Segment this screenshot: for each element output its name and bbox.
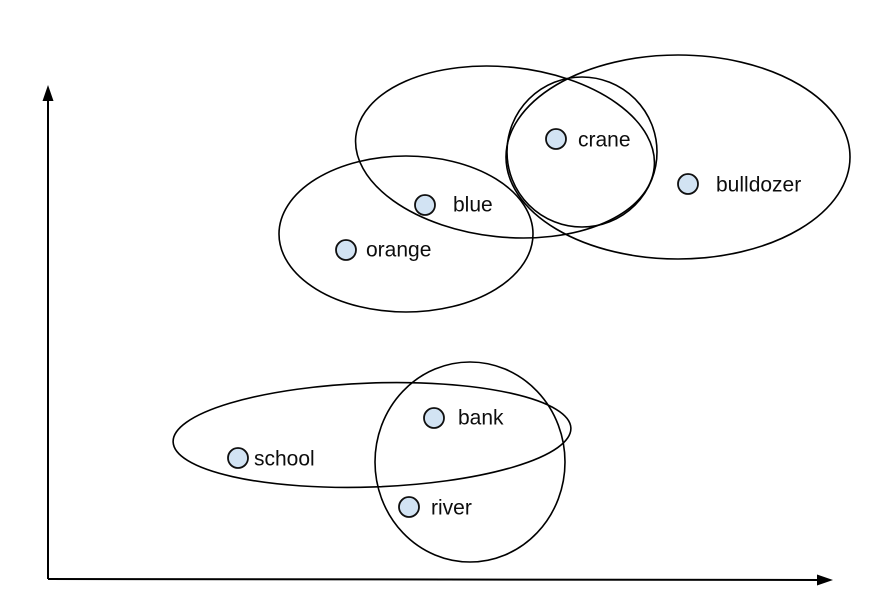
point-crane — [545, 128, 567, 150]
point-label-river: river — [431, 497, 472, 520]
axes — [42, 85, 833, 586]
blue-crane-cluster-ellipse — [354, 65, 656, 239]
cluster-ellipses — [172, 54, 851, 563]
point-orange — [335, 239, 357, 261]
point-bulldozer — [677, 173, 699, 195]
point-blue — [414, 194, 436, 216]
bulldozer-cluster-ellipse — [505, 54, 851, 260]
x-axis-arrowhead-icon — [817, 574, 833, 586]
crane-cluster-ellipse — [506, 76, 658, 228]
point-label-school: school — [254, 448, 315, 471]
point-label-blue: blue — [453, 194, 493, 217]
school-bank-cluster-ellipse — [172, 381, 572, 489]
point-river — [398, 496, 420, 518]
point-label-crane: crane — [578, 129, 631, 152]
point-label-orange: orange — [366, 239, 431, 262]
point-school — [227, 447, 249, 469]
y-axis-arrowhead-icon — [42, 85, 54, 101]
orange-blue-cluster-ellipse — [278, 155, 534, 313]
point-label-bulldozer: bulldozer — [716, 174, 801, 197]
x-axis-line — [47, 578, 822, 581]
point-bank — [423, 407, 445, 429]
data-points: crane bulldozer blue orange school bank river — [227, 128, 801, 520]
bank-river-cluster-ellipse — [374, 361, 566, 563]
point-label-bank: bank — [458, 407, 504, 430]
